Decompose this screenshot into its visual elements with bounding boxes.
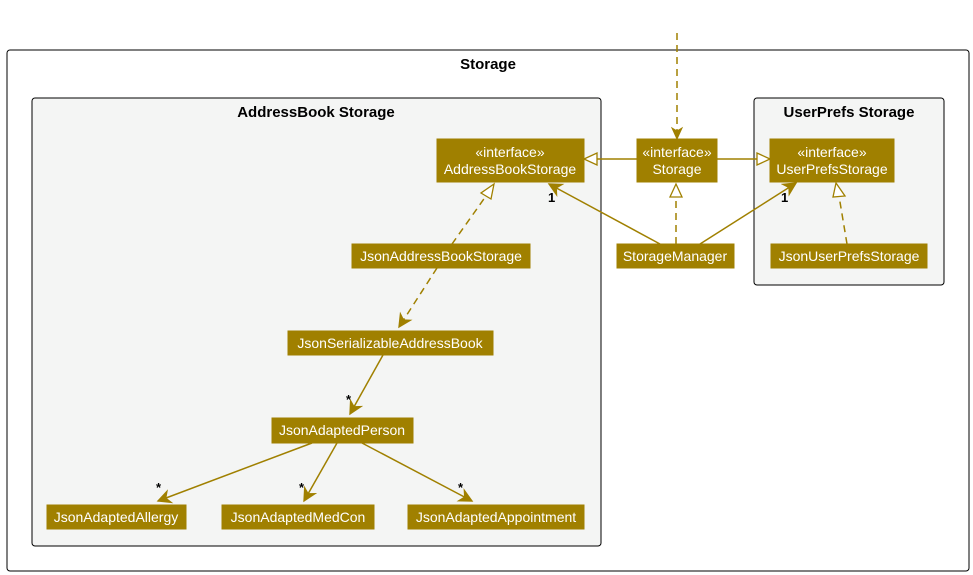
storage-name: Storage — [652, 161, 701, 177]
multiplicity-serializable-person: * — [346, 392, 352, 407]
person-to-allergy-edge — [156, 442, 313, 504]
jsonadaptedmedcon-name: JsonAdaptedMedCon — [231, 509, 366, 525]
class-jsonserializableaddressbook[interactable]: JsonSerializableAddressBook — [287, 330, 494, 356]
multiplicity-person-allergy: * — [156, 480, 162, 495]
multiplicity-manager-userprefs: 1 — [781, 190, 788, 205]
storagemanager-name: StorageManager — [623, 248, 728, 264]
storage-stereotype: «interface» — [642, 144, 711, 160]
addressbook-storage-package-title: AddressBook Storage — [237, 104, 395, 121]
jsonuserprefsstorage-name: JsonUserPrefsStorage — [779, 248, 920, 264]
serializable-to-person-edge — [349, 354, 384, 416]
storage-package-title: Storage — [460, 56, 516, 73]
jsonuserprefsstorage-implements-edge — [838, 195, 848, 245]
multiplicity-person-appointment: * — [458, 480, 464, 495]
generalization-triangle-userprefs — [756, 151, 772, 167]
class-jsonuserprefsstorage[interactable]: JsonUserPrefsStorage — [770, 243, 928, 269]
jsonserializableaddressbook-name: JsonSerializableAddressBook — [297, 335, 483, 351]
class-storagemanager[interactable]: StorageManager — [616, 243, 735, 269]
external-dependency-arrowhead — [670, 126, 684, 141]
storagemanager-to-userprefsstorage-edge — [699, 182, 798, 245]
class-jsonadaptedallergy[interactable]: JsonAdaptedAllergy — [46, 504, 187, 530]
class-userprefsstorage[interactable]: «interface» UserPrefsStorage — [769, 138, 895, 183]
class-jsonadaptedappointment[interactable]: JsonAdaptedAppointment — [407, 504, 585, 530]
class-storage[interactable]: «interface» Storage — [636, 138, 718, 183]
class-addressbookstorage[interactable]: «interface» AddressBookStorage — [436, 138, 585, 183]
addressbookstorage-name: AddressBookStorage — [444, 161, 577, 177]
class-jsonadaptedmedcon[interactable]: JsonAdaptedMedCon — [221, 504, 375, 530]
jsonaddressbookstorage-implements-edge — [451, 195, 487, 245]
realization-triangle-storage — [668, 182, 684, 198]
class-jsonadaptedperson[interactable]: JsonAdaptedPerson — [271, 417, 414, 444]
realization-triangle-addressbookstorage — [479, 182, 495, 201]
generalization-triangle-addressbook — [582, 151, 598, 167]
multiplicity-manager-addressbook: 1 — [548, 190, 555, 205]
addressbook-storage-package: AddressBook Storage — [31, 97, 602, 547]
storagemanager-to-addressbookstorage-edge — [547, 183, 661, 245]
multiplicity-person-medcon: * — [299, 480, 305, 495]
jsonadaptedappointment-name: JsonAdaptedAppointment — [416, 509, 576, 525]
userprefsstorage-name: UserPrefsStorage — [776, 161, 887, 177]
realization-triangle-userprefsstorage — [832, 181, 847, 198]
person-to-medcon-edge — [303, 442, 338, 503]
userprefs-storage-package-title: UserPrefs Storage — [784, 104, 915, 121]
addressbookstorage-stereotype: «interface» — [475, 144, 544, 160]
userprefsstorage-stereotype: «interface» — [797, 144, 866, 160]
jsonaddressbookstorage-name: JsonAddressBookStorage — [360, 248, 522, 264]
person-to-appointment-edge — [361, 442, 474, 502]
jsonadaptedperson-name: JsonAdaptedPerson — [279, 422, 405, 438]
jsonadaptedallergy-name: JsonAdaptedAllergy — [54, 509, 179, 525]
class-jsonaddressbookstorage[interactable]: JsonAddressBookStorage — [351, 243, 531, 269]
